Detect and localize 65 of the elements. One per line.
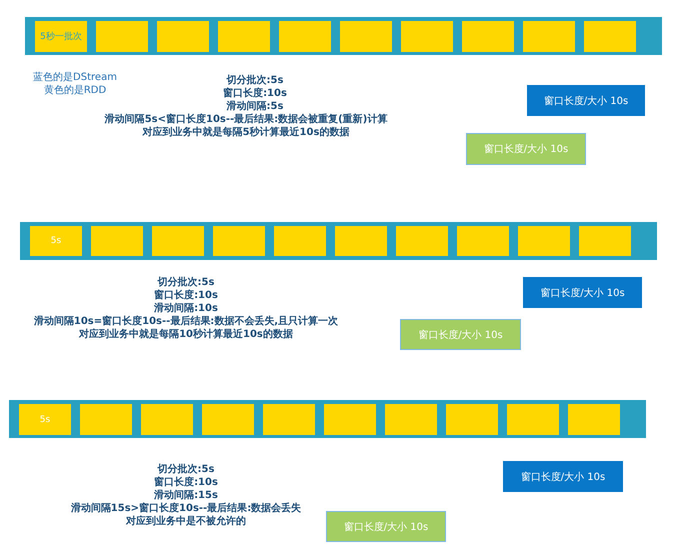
window-box xyxy=(523,277,642,308)
window-label: 窗口长度/大小 10s xyxy=(418,328,503,342)
note-text: 滑动间隔10s=窗口长度10s--最后结果:数据不会丢失,且只计算一次 xyxy=(34,316,338,328)
note-text: 窗口长度:10s xyxy=(223,88,287,100)
note-text: 滑动间隔:5s xyxy=(226,101,284,113)
rdd-batch-box xyxy=(202,404,254,435)
rdd-batch-box xyxy=(96,21,148,52)
note-text: 窗口长度:10s xyxy=(154,290,218,302)
window-label: 窗口长度/大小 10s xyxy=(520,470,606,484)
note-text: 切分批次:5s xyxy=(226,75,284,87)
rdd-batch-box xyxy=(19,404,71,435)
batch-label: 5s xyxy=(50,236,62,246)
rdd-batch-box xyxy=(584,21,636,52)
rdd-batch-box xyxy=(401,21,453,52)
rdd-batch-box xyxy=(507,404,559,435)
window-box xyxy=(400,319,521,350)
legend-note: 蓝色的是DStream xyxy=(33,72,117,84)
dstream-bar xyxy=(9,400,646,438)
rdd-batch-box xyxy=(457,226,509,256)
rdd-batch-box xyxy=(462,21,514,52)
rdd-batch-box xyxy=(446,404,498,435)
window-label: 窗口长度/大小 10s xyxy=(540,286,625,300)
batch-label: 5s xyxy=(40,414,50,424)
rdd-batch-box xyxy=(80,404,132,435)
window-box xyxy=(326,511,446,542)
note-text: 滑动间隔:10s xyxy=(154,303,218,315)
legend-note: 黄色的是RDD xyxy=(44,85,106,97)
rdd-batch-box xyxy=(335,226,387,256)
rdd-batch-box xyxy=(385,404,437,435)
rdd-batch-box xyxy=(279,21,331,52)
rdd-batch-box xyxy=(568,404,620,435)
note-text: 对应到业务中就是每隔5秒计算最近10s的数据 xyxy=(142,127,350,139)
note-text: 对应到业务中是不被允许的 xyxy=(126,516,246,528)
rdd-batch-box xyxy=(213,226,265,256)
note-text: 对应到业务中就是每隔10秒计算最近10s的数据 xyxy=(79,329,293,341)
rdd-batch-box xyxy=(30,226,82,256)
rdd-batch-box xyxy=(91,226,143,256)
rdd-batch-box xyxy=(396,226,448,256)
note-text: 切分批次:5s xyxy=(158,277,214,289)
rdd-batch-box xyxy=(141,404,193,435)
rdd-batch-box xyxy=(152,226,204,256)
note-text: 切分批次:5s xyxy=(158,464,214,476)
window-box xyxy=(503,461,623,492)
window-label: 窗口长度/大小 10s xyxy=(484,142,568,156)
note-text: 滑动间隔15s>窗口长度10s--最后结果:数据会丢失 xyxy=(70,503,302,515)
rdd-batch-box xyxy=(218,21,270,52)
note-text: 滑动间隔:15s xyxy=(154,490,218,502)
rdd-batch-box xyxy=(35,21,87,52)
rdd-batch-box xyxy=(523,21,575,52)
window-box xyxy=(466,133,586,165)
rdd-batch-box xyxy=(324,404,376,435)
dstream-bar xyxy=(25,17,662,55)
rdd-batch-box xyxy=(518,226,570,256)
rdd-batch-box xyxy=(340,21,392,52)
note-text: 滑动间隔5s<窗口长度10s--最后结果:数据会被重复(重新)计算 xyxy=(104,114,388,126)
rdd-batch-box xyxy=(274,226,326,256)
note-text: 窗口长度:10s xyxy=(154,477,218,489)
batch-label: 5秒一批次 xyxy=(40,30,82,43)
rdd-batch-box xyxy=(263,404,315,435)
window-label: 窗口长度/大小 10s xyxy=(344,520,428,534)
dstream-bar xyxy=(20,222,657,260)
rdd-batch-box xyxy=(157,21,209,52)
rdd-batch-box xyxy=(579,226,631,256)
window-box xyxy=(527,85,645,116)
window-label: 窗口长度/大小 10s xyxy=(544,94,628,108)
